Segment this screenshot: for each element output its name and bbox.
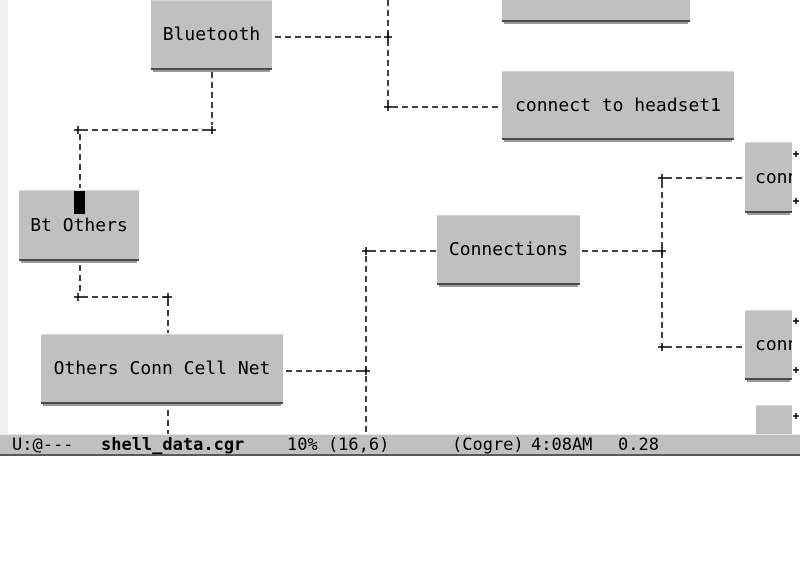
minibuffer[interactable] <box>0 456 800 480</box>
mode-line: U:@--- shell_data.cgr 10% (16,6) (Cogre)… <box>0 434 800 456</box>
node-others-conn-label: Others Conn Cell Net <box>53 358 271 379</box>
modeline-filename[interactable]: shell_data.cgr <box>101 435 245 455</box>
node-connections-label: Connections <box>448 239 569 260</box>
modeline-status: U:@--- <box>12 435 74 455</box>
node-conn-lower[interactable]: conn <box>745 310 792 380</box>
node-connections[interactable]: Connections <box>437 215 580 285</box>
node-connect-to-headset1[interactable]: connect to headset1 <box>502 71 734 140</box>
text-cursor <box>74 191 85 214</box>
node-conn-upper-label: conn <box>755 166 792 188</box>
node-conn-lower-label: conn <box>755 334 792 355</box>
node-others-conn-cell-net[interactable]: Others Conn Cell Net <box>41 334 283 404</box>
modeline-position: 10% (16,6) <box>287 435 390 455</box>
node-bluetooth[interactable]: Bluetooth <box>151 0 272 70</box>
cogre-graph-canvas[interactable]: Bluetooth connect to headset1 Bt Others … <box>0 0 800 434</box>
node-conn-upper[interactable]: conn <box>745 142 792 213</box>
node-bt-others[interactable]: Bt Others <box>19 190 139 261</box>
node-top-partial[interactable] <box>502 0 690 22</box>
modeline-major-mode[interactable]: (Cogre) <box>452 435 524 455</box>
modeline-load: 0.28 <box>618 435 659 455</box>
node-bluetooth-label: Bluetooth <box>162 24 261 45</box>
connector-lines <box>74 0 799 434</box>
window-left-border <box>0 0 8 480</box>
node-bottom-right-partial[interactable] <box>756 405 792 434</box>
modeline-time: 4:08AM <box>531 435 593 455</box>
node-bt-others-label: Bt Others <box>30 214 128 236</box>
node-connect-headset-label: connect to headset1 <box>515 94 721 116</box>
